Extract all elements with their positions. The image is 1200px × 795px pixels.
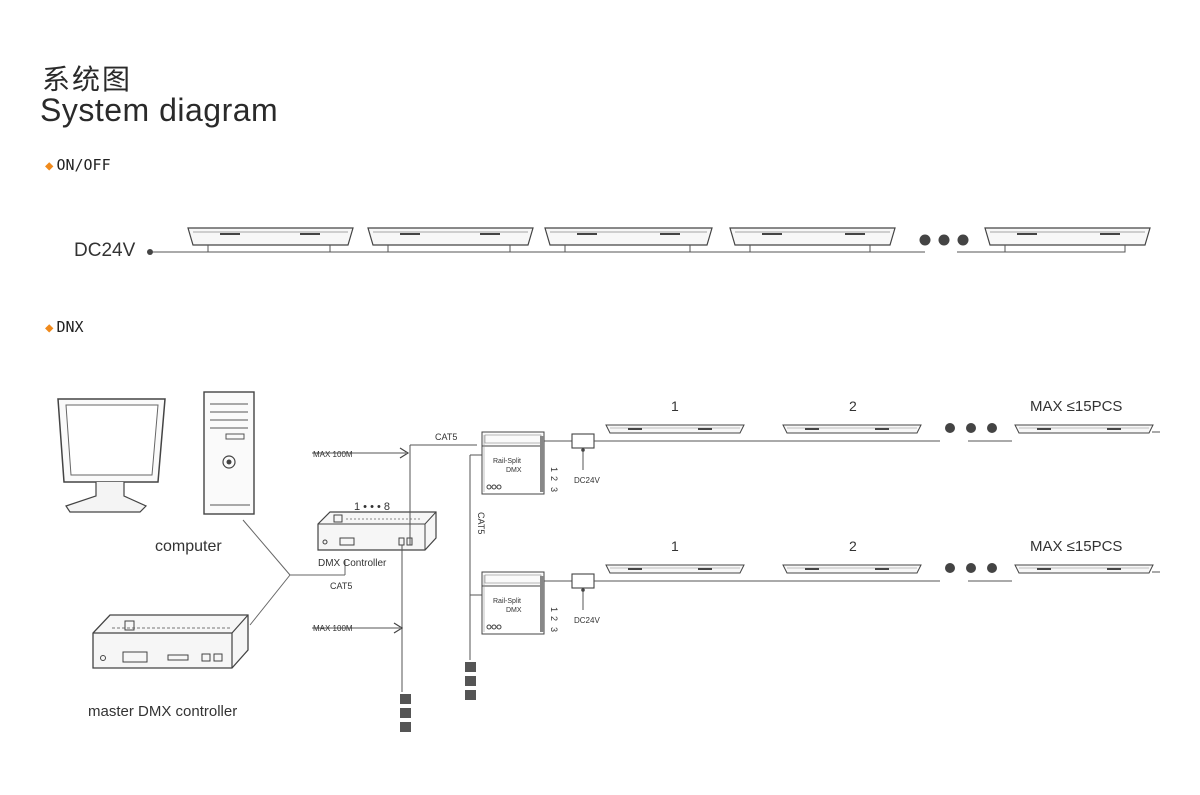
rail-split-sub-label: DMX <box>506 607 522 614</box>
onoff-fixture-1 <box>187 227 354 253</box>
ellipsis-dot-icon <box>919 234 931 246</box>
power-terminal-icon <box>147 249 153 255</box>
diamond-bullet-icon: ◆ <box>45 158 54 174</box>
ellipsis-dot-icon <box>966 423 976 433</box>
max-count-label: MAX ≤15PCS <box>1030 398 1122 415</box>
page-title: System diagram <box>40 92 279 128</box>
port-number: 3 <box>549 627 559 632</box>
port-number: 1 <box>549 467 559 472</box>
diamond-bullet-icon: ◆ <box>45 320 54 336</box>
ellipsis-dot-icon <box>945 563 955 573</box>
dmx-output-lines <box>312 444 477 692</box>
ellipsis-dot-icon <box>966 563 976 573</box>
onoff-fixture-4 <box>729 227 896 253</box>
port-number: 3 <box>549 487 559 492</box>
max-distance-label: MAX 100M <box>313 624 353 633</box>
onoff-fixture-5 <box>984 227 1151 253</box>
row1-power-injector <box>544 433 610 470</box>
power-label: DC24V <box>574 476 600 485</box>
max-distance-label: MAX 100M <box>313 450 353 459</box>
ellipsis-dot-icon <box>945 423 955 433</box>
row1-fixtures <box>605 423 1160 442</box>
port-number: 1 <box>549 607 559 612</box>
port-number: 2 <box>549 616 559 621</box>
section-heading-dmx: ◆DNX <box>45 318 84 336</box>
lamp-number: 2 <box>849 398 857 414</box>
master-dmx-controller-label: master DMX controller <box>88 703 237 720</box>
lamp-number: 2 <box>849 538 857 554</box>
onoff-fixture-3 <box>544 227 713 253</box>
dmx-ports-label: 1 • • • 8 <box>354 501 390 513</box>
lamp-number: 1 <box>671 538 679 554</box>
terminator-stack <box>465 662 476 700</box>
row2-power-injector <box>544 573 610 610</box>
terminator-stack <box>400 694 411 732</box>
ellipsis-dot-icon <box>957 234 969 246</box>
master-dmx-controller-icon <box>92 614 249 669</box>
ellipsis-dot-icon <box>938 234 950 246</box>
ellipsis-dot-icon <box>987 563 997 573</box>
cat5-riser-label: CAT5 <box>476 512 486 534</box>
section-label-onoff: ON/OFF <box>56 156 111 174</box>
power-label: DC24V <box>74 240 136 261</box>
section-label-dmx: DNX <box>56 318 84 336</box>
onoff-fixture-2 <box>367 227 534 253</box>
rail-split-label: Rail-Split <box>493 598 521 605</box>
row2-fixtures <box>605 563 1160 582</box>
dmx-controller-label: DMX Controller <box>318 558 387 569</box>
onoff-chain: DC24V <box>74 227 1151 261</box>
rail-split-sub-label: DMX <box>506 467 522 474</box>
computer-label: computer <box>155 538 222 555</box>
power-label: DC24V <box>574 616 600 625</box>
ellipsis-dot-icon <box>987 423 997 433</box>
cat5-riser <box>469 454 482 660</box>
computer-icon <box>57 391 255 515</box>
page-title-chinese: 系统图 <box>42 63 133 96</box>
cat5-link <box>242 519 346 626</box>
port-number: 2 <box>549 476 559 481</box>
section-heading-onoff: ◆ON/OFF <box>45 156 111 174</box>
rail-split-label: Rail-Split <box>493 458 521 465</box>
max-count-label: MAX ≤15PCS <box>1030 538 1122 555</box>
cat5-label: CAT5 <box>435 432 457 442</box>
cat5-label: CAT5 <box>330 581 352 591</box>
dmx-controller-icon <box>317 511 437 551</box>
lamp-number: 1 <box>671 398 679 414</box>
